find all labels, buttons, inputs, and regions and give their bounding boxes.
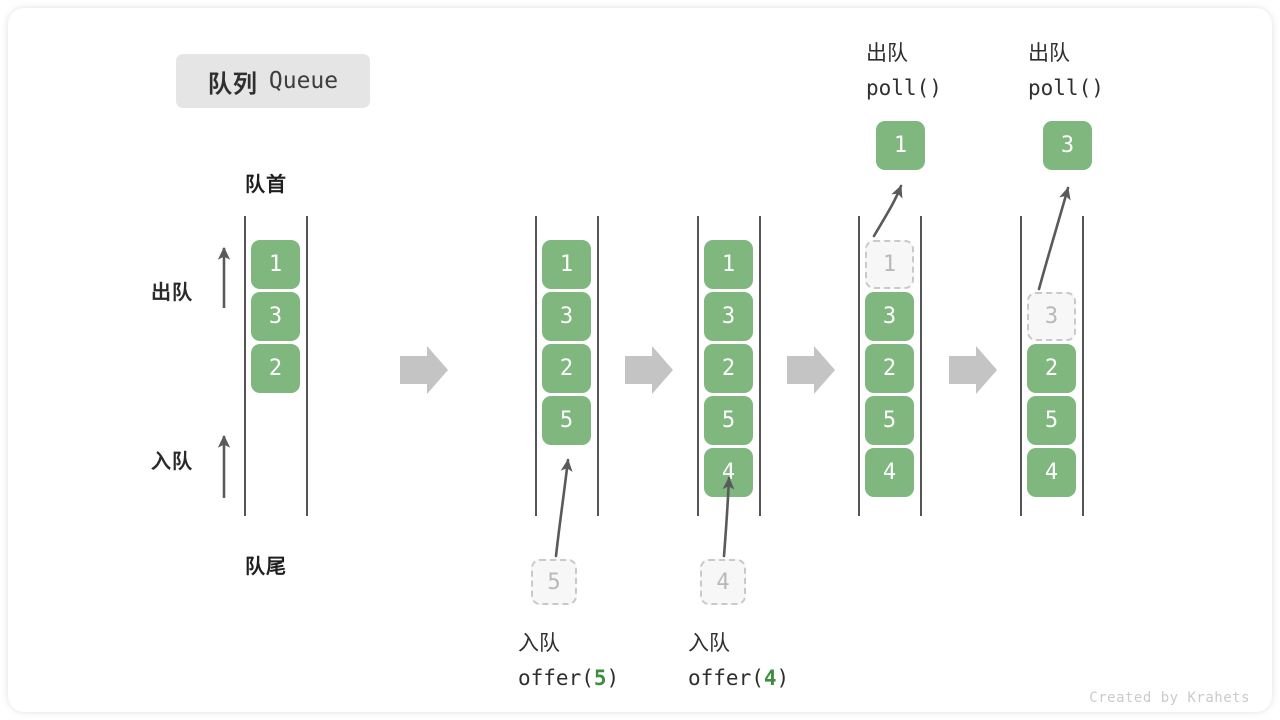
stage-4-ghost-0: 1 bbox=[865, 240, 914, 289]
flow-arrow-3-icon bbox=[787, 346, 835, 394]
diagram-title-badge: 队列 Queue bbox=[176, 54, 370, 108]
watermark-credit: Created by Krahets bbox=[1089, 690, 1250, 706]
stage-3-rail-left bbox=[697, 216, 699, 516]
stage-2-operation-label: 入队 offer(5) bbox=[518, 626, 619, 696]
stage-3-rail-right bbox=[759, 216, 761, 516]
flow-arrow-1-icon bbox=[400, 346, 448, 394]
stage-4-item-3: 5 bbox=[865, 396, 914, 445]
stage-3-operation-fn: offer(4) bbox=[688, 666, 790, 690]
stage-5-operation-fn: poll() bbox=[1028, 76, 1104, 100]
stage-3-item-0: 1 bbox=[704, 240, 753, 289]
title-en: Queue bbox=[268, 68, 339, 94]
stage-2-enqueue-arrow-icon bbox=[554, 458, 573, 558]
stage-3-item-3: 5 bbox=[704, 396, 753, 445]
stage-1-item-2: 2 bbox=[251, 344, 300, 393]
stage-5-operation-cn: 出队 bbox=[1028, 42, 1070, 65]
stage-3-incoming-ghost: 4 bbox=[700, 559, 746, 605]
stage-2-rail-right bbox=[597, 216, 599, 516]
queue-tail-label: 队尾 bbox=[245, 556, 287, 578]
stage-4-operation-fn: poll() bbox=[866, 76, 942, 100]
dequeue-direction-label: 出队 bbox=[151, 282, 193, 304]
stage-1-item-0: 1 bbox=[251, 240, 300, 289]
queue-head-label: 队首 bbox=[245, 174, 287, 196]
stage-1-rail-left bbox=[244, 216, 246, 516]
stage-5-rail-right bbox=[1082, 216, 1084, 516]
stage-4-item-4: 4 bbox=[865, 448, 914, 497]
stage-2-operation-cn: 入队 bbox=[518, 632, 560, 655]
stage-2-incoming-ghost: 5 bbox=[531, 559, 577, 605]
stage-5-dequeue-arrow-icon bbox=[1037, 186, 1071, 291]
stage-4-rail-right bbox=[920, 216, 922, 516]
stage-5-rail-left bbox=[1020, 216, 1022, 516]
stage-4-rail-left bbox=[858, 216, 860, 516]
stage-1-item-1: 3 bbox=[251, 292, 300, 341]
stage-3-operation-label: 入队 offer(4) bbox=[688, 626, 789, 696]
flow-arrow-4-icon bbox=[949, 346, 997, 394]
stage-4-operation-cn: 出队 bbox=[866, 42, 908, 65]
stage-3-item-1: 3 bbox=[704, 292, 753, 341]
stage-3-operation-cn: 入队 bbox=[688, 632, 730, 655]
stage-5-item-4: 4 bbox=[1027, 448, 1076, 497]
stage-5-item-3: 5 bbox=[1027, 396, 1076, 445]
stage-5-popped-item: 3 bbox=[1043, 121, 1092, 170]
stage-1-rail-right bbox=[306, 216, 308, 516]
stage-2-rail-left bbox=[535, 216, 537, 516]
stage-2-item-0: 1 bbox=[542, 240, 591, 289]
stage-2-operation-fn: offer(5) bbox=[518, 666, 620, 690]
stage-4-popped-item: 1 bbox=[876, 121, 925, 170]
diagram-card: 队列 Queue 队首 队尾 出队 入队 1 3 2 1 3 2 5 5 入队 … bbox=[8, 8, 1272, 712]
diagram-stage: 队列 Queue 队首 队尾 出队 入队 1 3 2 1 3 2 5 5 入队 … bbox=[8, 8, 1272, 712]
stage-5-item-2: 2 bbox=[1027, 344, 1076, 393]
stage-2-item-3: 5 bbox=[542, 396, 591, 445]
stage-4-item-2: 2 bbox=[865, 344, 914, 393]
stage-5-operation-label: 出队 poll() bbox=[1028, 36, 1104, 106]
stage-5-ghost-1: 3 bbox=[1027, 292, 1076, 341]
stage-4-item-1: 3 bbox=[865, 292, 914, 341]
stage-2-item-2: 2 bbox=[542, 344, 591, 393]
flow-arrow-2-icon bbox=[625, 346, 673, 394]
stage-3-item-4: 4 bbox=[704, 448, 753, 497]
stage-4-dequeue-arrow-icon bbox=[872, 184, 903, 238]
enqueue-direction-label: 入队 bbox=[151, 451, 193, 473]
stage-3-item-2: 2 bbox=[704, 344, 753, 393]
stage-4-operation-label: 出队 poll() bbox=[866, 36, 942, 106]
stage-2-item-1: 3 bbox=[542, 292, 591, 341]
title-cn: 队列 bbox=[207, 70, 258, 98]
